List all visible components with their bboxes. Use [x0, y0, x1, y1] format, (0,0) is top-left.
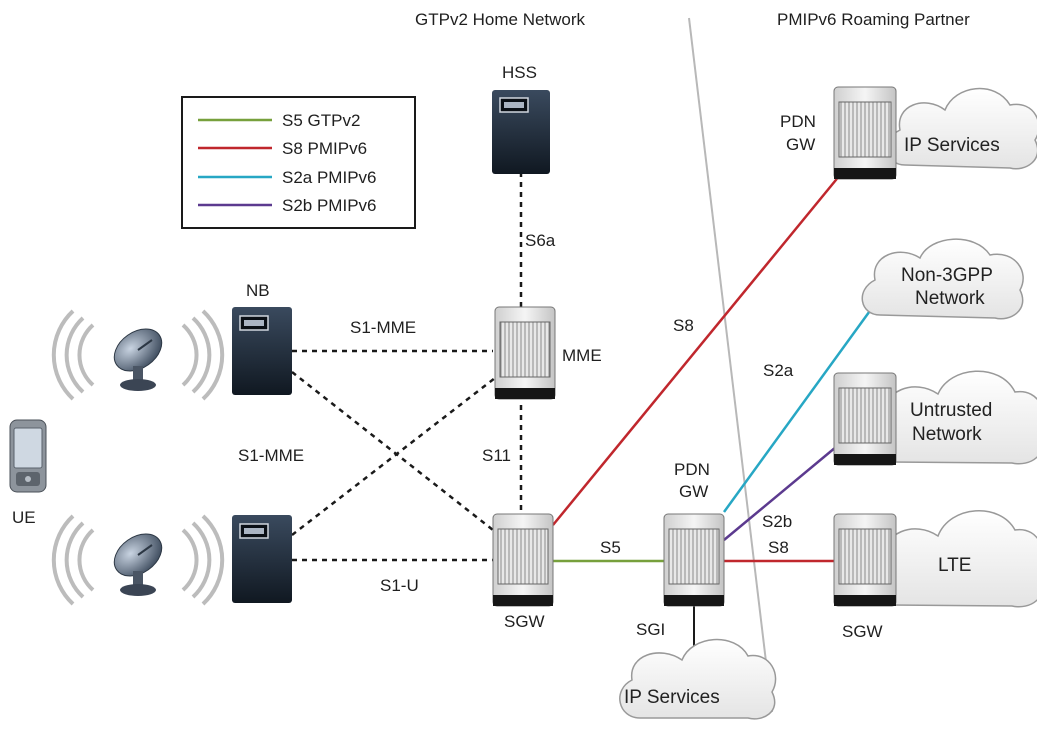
label-mme: MME — [562, 346, 602, 365]
label-s8-upper: S8 — [673, 316, 694, 335]
roaming-partner-header: PMIPv6 Roaming Partner — [777, 10, 970, 29]
hss-server-icon — [492, 90, 550, 174]
label-s2b: S2b — [762, 512, 792, 531]
pdn-gw-roam-router-icon — [833, 86, 897, 180]
label-sgw-roam: SGW — [842, 622, 883, 641]
link-s1-mme-cross-down — [291, 371, 494, 531]
cloud-label-non3gpp-1: Non-3GPP — [901, 265, 993, 286]
label-s1-mme-mid: S1-MME — [238, 446, 304, 465]
network-divider — [688, 17, 773, 713]
link-s2b — [723, 446, 837, 541]
enb-top-server-icon — [232, 307, 292, 395]
label-pdn-gw-roam-1: PDN — [780, 112, 816, 131]
satellite-dish-top-icon — [51, 309, 225, 401]
label-s6a: S6a — [525, 231, 556, 250]
satellite-dish-bottom-icon — [51, 514, 225, 606]
link-s2a — [722, 307, 874, 513]
label-enb: NB — [246, 281, 270, 300]
label-pdn-gw-home-2: GW — [679, 482, 708, 501]
link-s8-upper — [552, 174, 841, 526]
cloud-label-untrusted-2: Network — [912, 424, 982, 445]
cloud-label-ip-services-top: IP Services — [904, 135, 1000, 156]
label-s11: S11 — [482, 446, 511, 465]
label-s2a: S2a — [763, 361, 794, 380]
label-s5: S5 — [600, 538, 621, 557]
label-hss: HSS — [502, 63, 537, 82]
untrusted-router-icon — [833, 372, 897, 466]
label-pdn-gw-home-1: PDN — [674, 460, 710, 479]
label-ue: UE — [12, 508, 36, 527]
label-sgw-home: SGW — [504, 612, 545, 631]
legend-label-s2b: S2b PMIPv6 — [282, 196, 377, 215]
ue-phone-icon — [9, 419, 47, 493]
cloud-label-non3gpp-2: Network — [915, 288, 985, 309]
label-pdn-gw-roam-2: GW — [786, 135, 815, 154]
legend-label-s8: S8 PMIPv6 — [282, 139, 367, 158]
cloud-label-untrusted-1: Untrusted — [910, 400, 992, 421]
label-s8-lower: S8 — [768, 538, 789, 557]
legend: S5 GTPv2 S8 PMIPv6 S2a PMIPv6 S2b PMIPv6 — [181, 96, 416, 229]
pdn-gw-home-router-icon — [663, 513, 725, 607]
label-s1-mme-top: S1-MME — [350, 318, 416, 337]
cloud-ip-services-bottom — [619, 638, 777, 720]
label-sgi: SGI — [636, 620, 665, 639]
cloud-label-lte: LTE — [938, 555, 971, 576]
link-s1-mme-cross-up — [291, 377, 496, 536]
sgw-home-router-icon — [492, 513, 554, 607]
cloud-non3gpp — [861, 238, 1024, 320]
legend-label-s2a: S2a PMIPv6 — [282, 168, 377, 187]
home-network-header: GTPv2 Home Network — [415, 10, 586, 29]
sgw-roam-router-icon — [833, 513, 897, 607]
mme-router-icon — [494, 306, 556, 400]
label-s1-u: S1-U — [380, 576, 419, 595]
enb-bottom-server-icon — [232, 515, 292, 603]
legend-label-s5: S5 GTPv2 — [282, 111, 360, 130]
cloud-ip-services-top — [886, 88, 1037, 170]
cloud-label-ip-services-bottom: IP Services — [624, 687, 720, 708]
dashed-links — [291, 172, 523, 562]
